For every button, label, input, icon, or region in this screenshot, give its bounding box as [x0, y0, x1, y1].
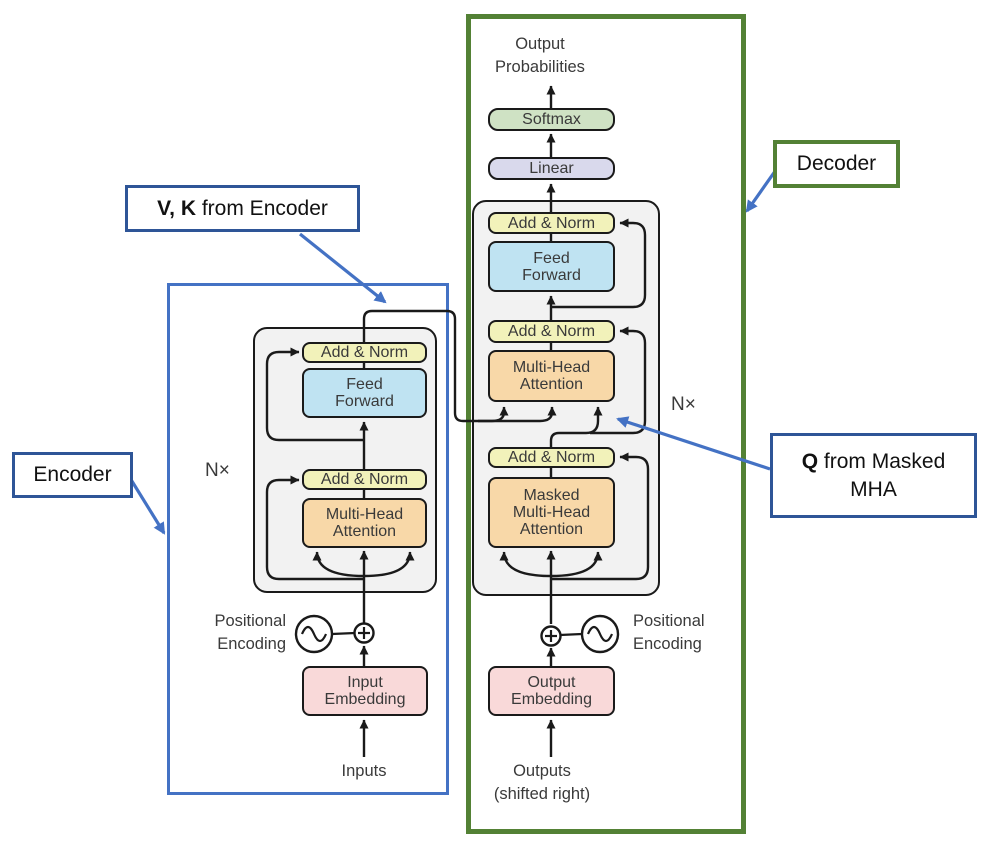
encoder-positional-encoding-node — [294, 614, 375, 654]
encoder-callout-arrow — [128, 477, 166, 535]
outputs-shifted-right-label: Outputs (shifted right) — [493, 762, 591, 803]
decoder-outline-rect — [466, 14, 746, 834]
q-callout-line2: MHA — [850, 477, 897, 501]
linear-box: Linear — [488, 157, 615, 180]
q-from-masked-mha-callout: Q from Masked MHA — [770, 433, 977, 518]
vk-rest-text: from Encoder — [196, 196, 328, 220]
vk-from-encoder-callout: V, K from Encoder — [125, 185, 360, 232]
inputs-label: Inputs — [341, 762, 387, 780]
softmax-box: Softmax — [488, 108, 615, 131]
masked-multi-head-attention-box: Masked Multi-Head Attention — [488, 477, 615, 548]
encoder-wires — [265, 347, 415, 757]
decoder-wires — [499, 85, 650, 757]
vk-from-encoder-text: V, K from Encoder — [157, 195, 328, 223]
nx-label-decoder: N× — [671, 394, 696, 415]
encoder-add-norm-top-box: Add & Norm — [302, 342, 427, 363]
q-callout-arrow — [616, 416, 771, 471]
decoder-callout: Decoder — [773, 140, 900, 188]
encoder-callout-text: Encoder — [33, 463, 112, 486]
nx-label-encoder: N× — [205, 460, 230, 481]
vk-callout-arrow — [299, 232, 387, 304]
encoder-outline-rect — [167, 283, 449, 795]
positional-encoding-label-encoder: Positional Encoding — [214, 612, 286, 653]
decoder-add-norm-middle-box: Add & Norm — [488, 320, 615, 343]
output-embedding-box: Output Embedding — [488, 666, 615, 716]
encoder-feed-forward-box: Feed Forward — [302, 368, 427, 418]
output-probabilities-label: Output Probabilities — [495, 35, 585, 76]
encoder-add-norm-bottom-box: Add & Norm — [302, 469, 427, 490]
q-bold-text: Q — [801, 449, 819, 473]
decoder-feed-forward-box: Feed Forward — [488, 241, 615, 292]
q-callout-line1: Q from Masked — [802, 448, 946, 476]
decoder-callout-text: Decoder — [796, 152, 877, 175]
decoder-add-norm-bottom-box: Add & Norm — [488, 447, 615, 468]
decoder-multi-head-attention-box: Multi-Head Attention — [488, 350, 615, 402]
encoder-to-decoder-wires — [362, 309, 557, 423]
input-embedding-box: Input Embedding — [302, 666, 428, 716]
encoder-multi-head-attention-box: Multi-Head Attention — [302, 498, 427, 548]
vk-bold-text: V, K — [157, 196, 197, 220]
decoder-positional-encoding-node — [540, 614, 620, 654]
encoder-callout: Encoder — [12, 452, 133, 498]
positional-encoding-label-decoder: Positional Encoding — [633, 612, 705, 653]
q-rest-text: from Masked — [818, 449, 946, 473]
decoder-callout-arrow — [745, 166, 780, 213]
decoder-add-norm-top-box: Add & Norm — [488, 212, 615, 234]
